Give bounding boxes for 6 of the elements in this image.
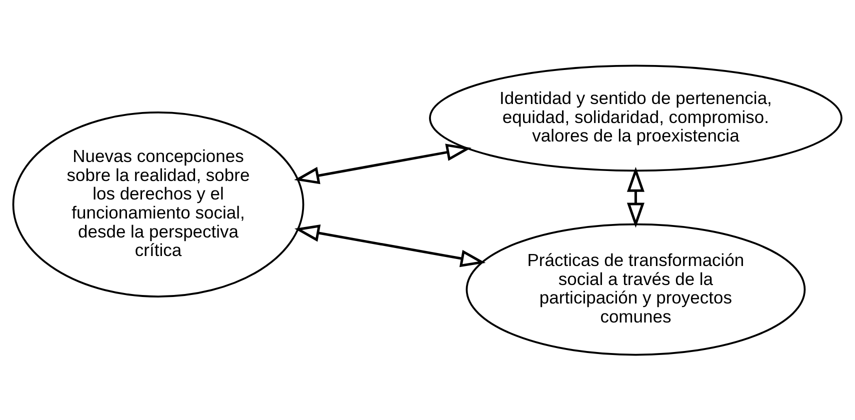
node-ellipse: Prácticas de transformación social a través de la participación y proyectos comunes: [466, 222, 806, 356]
arrow: [294, 143, 472, 184]
arrow: [626, 166, 644, 228]
node-ellipse: Identidad y sentido de pertenencia, equidad, solidaridad, compromiso. valores de la proexistencia: [429, 64, 842, 172]
arrow: [294, 224, 486, 267]
node-ellipse: Nuevas concepciones sobre la realidad, sobre los derechos y el funcionamiento social, desde la perspectiva crítica: [12, 111, 304, 297]
